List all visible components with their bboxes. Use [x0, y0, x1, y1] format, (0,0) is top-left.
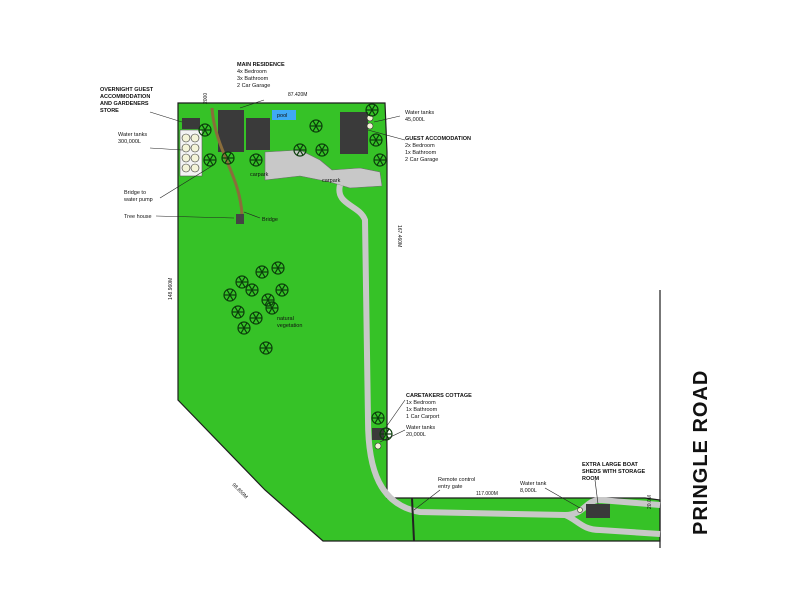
overnight-guest-title: OVERNIGHT GUEST	[100, 87, 154, 93]
water-tank-top-left-7	[181, 163, 191, 173]
water-tank-top-left-5	[181, 153, 191, 163]
guest-accommodation-title: GUEST ACCOMODATION	[405, 136, 471, 142]
carpark-area	[264, 149, 383, 189]
tree-19	[315, 143, 329, 157]
tree-9	[249, 311, 263, 325]
dimension-diagonal: 98.850M	[231, 482, 249, 500]
guest-accommodation-detail-1: 2x Bedroom	[405, 143, 435, 149]
overnight-guest-line-2: ACCOMMODATION	[100, 94, 150, 100]
tree-12	[259, 341, 273, 355]
water-tanks-top-right-title: Water tanks	[405, 110, 434, 116]
water-tank-top-left-1	[181, 133, 191, 143]
pool-label: pool	[277, 113, 287, 119]
water-tank-boat-title: Water tank	[520, 481, 547, 487]
carpark-label-2: carpark	[322, 178, 341, 184]
remote-gate-label-1: Remote control	[438, 477, 475, 483]
tree-24	[379, 427, 393, 441]
tree-5	[245, 283, 259, 297]
vegetation	[198, 103, 393, 441]
overnight-guest-building	[182, 118, 200, 129]
main-residence-wing	[218, 110, 244, 152]
dimension-right: 167.460M	[396, 225, 402, 247]
caretakers-cottage-title: CARETAKERS COTTAGE	[406, 393, 472, 399]
tree-14	[203, 153, 217, 167]
caretakers-cottage-detail-2: 1x Bathroom	[406, 407, 438, 413]
boat-sheds-line-3: ROOM	[582, 476, 600, 482]
tree-11	[265, 301, 279, 315]
water-tanks-cottage-volume: 20,000L	[406, 432, 426, 438]
guest-accommodation-building	[340, 112, 368, 154]
tree-3	[271, 261, 285, 275]
water-tank-top-left-8	[190, 163, 200, 173]
bridge-walkway	[210, 107, 244, 216]
natural-vegetation-label-2: vegetation	[277, 323, 302, 329]
driveway	[264, 149, 661, 537]
bridge-pump-label-2: water pump	[123, 197, 153, 203]
guest-accommodation-detail-3: 2 Car Garage	[405, 157, 438, 163]
dimension-bottom: 117.000M	[476, 491, 498, 497]
tree-4	[223, 288, 237, 302]
labels: MAIN RESIDENCE 4x Bedroom 3x Bathroom 2 …	[100, 62, 712, 535]
main-residence-title: MAIN RESIDENCE	[237, 62, 285, 68]
tree-1	[235, 275, 249, 289]
tree-23	[371, 411, 385, 425]
overnight-guest-line-3: AND GARDENERS	[100, 101, 149, 107]
tree-8	[231, 305, 245, 319]
caretakers-cottage-detail-1: 1x Bedroom	[406, 400, 436, 406]
water-tanks	[181, 114, 583, 513]
overnight-guest-line-4: STORE	[100, 108, 119, 114]
tree-13	[198, 123, 212, 137]
pringle-road-label: PRINGLE ROAD	[690, 370, 712, 535]
water-tanks-cottage-title: Water tanks	[406, 425, 435, 431]
water-tank-top-left-3	[181, 143, 191, 153]
tree-16	[249, 153, 263, 167]
guest-accommodation-detail-2: 1x Bathroom	[405, 150, 437, 156]
remote-entry-gate	[411, 497, 415, 542]
dimension-left: 148.960M	[168, 278, 174, 300]
bridge-pump-label-1: Bridge to	[124, 190, 146, 196]
boat-sheds-building	[586, 504, 610, 518]
buildings	[182, 110, 610, 518]
natural-vegetation-label-1: natural	[277, 316, 294, 322]
main-driveway	[336, 184, 661, 519]
water-tank-top-right-2	[366, 122, 374, 130]
water-tanks-top-right-volume: 45,000L	[405, 117, 425, 123]
water-tanks-top-left-title: Water tanks	[118, 132, 147, 138]
tree-21	[373, 153, 387, 167]
main-residence-detail-3: 2 Car Garage	[237, 83, 270, 89]
tree-10	[237, 321, 251, 335]
tree-house-label: Tree house	[124, 214, 152, 220]
leader-lines	[149, 99, 599, 511]
water-tank-boat-volume: 8,000L	[520, 488, 537, 494]
dimension-corner: 2000	[203, 93, 209, 104]
water-tank-top-left-6	[190, 153, 200, 163]
water-tanks-top-left-volume: 300,000L	[118, 139, 141, 145]
tree-17	[293, 143, 307, 157]
driveway-end	[563, 512, 661, 537]
dimension-end: 20.0M	[647, 495, 653, 509]
main-residence-wing-2	[246, 118, 270, 150]
water-tank-top-left-4	[190, 143, 200, 153]
tree-22	[365, 103, 379, 117]
pool	[272, 110, 296, 120]
bridge-label: Bridge	[262, 217, 278, 223]
main-residence-detail-2: 3x Bathroom	[237, 76, 269, 82]
tree-20	[369, 133, 383, 147]
boat-sheds-title: EXTRA LARGE BOAT	[582, 462, 639, 468]
tree-7	[275, 283, 289, 297]
tree-15	[221, 151, 235, 165]
caretakers-cottage-detail-3: 1 Car Carport	[406, 414, 440, 420]
boat-sheds-line-2: SHEDS WITH STORAGE	[582, 469, 645, 475]
main-residence-detail-1: 4x Bedroom	[237, 69, 267, 75]
tree-2	[255, 265, 269, 279]
carpark-label-1: carpark	[250, 172, 269, 178]
water-tank-boat	[577, 507, 583, 513]
remote-gate-label-2: entry gate	[438, 484, 462, 490]
tree-18	[309, 119, 323, 133]
tree-house	[236, 214, 244, 224]
dimension-top: 87.420M	[288, 92, 307, 98]
water-tank-cottage	[374, 442, 382, 450]
water-tank-top-left-2	[190, 133, 200, 143]
